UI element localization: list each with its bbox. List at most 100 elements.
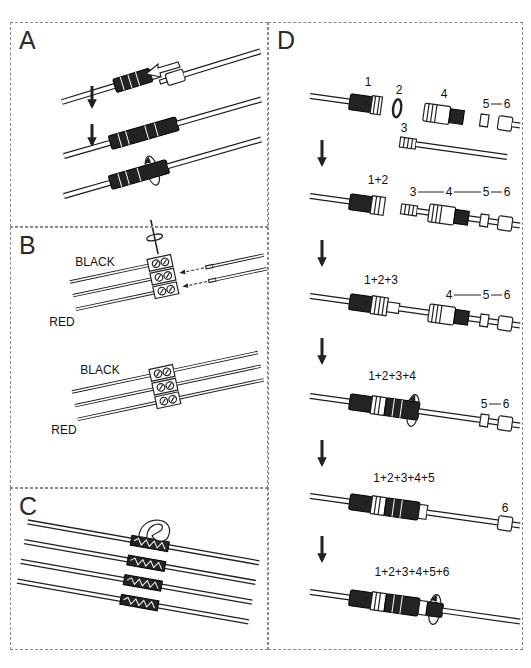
waterproof-connector-illustration bbox=[497, 316, 513, 332]
callout-number: 1+2+3+4 bbox=[368, 369, 416, 383]
step-arrow bbox=[321, 338, 324, 362]
waterproof-connector-illustration bbox=[497, 216, 513, 232]
wire-terminal-illustration bbox=[61, 198, 268, 315]
callout-number: 6 bbox=[504, 97, 511, 111]
waterproof-connector-illustration bbox=[512, 124, 520, 125]
callout-number: 6 bbox=[503, 397, 510, 411]
waterproof-connector-illustration bbox=[348, 494, 372, 513]
waterproof-connector-illustration bbox=[374, 296, 384, 315]
waterproof-connector-illustration bbox=[479, 314, 489, 327]
panel-frame: C bbox=[10, 488, 268, 650]
waterproof-connector-illustration bbox=[416, 144, 507, 157]
cable-connector-illustration bbox=[62, 93, 263, 163]
waterproof-connector-illustration bbox=[370, 96, 382, 115]
cable-connector-illustration bbox=[64, 183, 110, 196]
waterproof-connector-illustration bbox=[384, 498, 420, 521]
cable-connector-illustration bbox=[113, 68, 153, 92]
wire-terminal-illustration bbox=[206, 264, 213, 268]
cable-connector-illustration bbox=[165, 69, 186, 86]
waterproof-connector-illustration bbox=[348, 94, 372, 113]
cable-connector-illustration bbox=[62, 86, 115, 102]
waterproof-connector-illustration bbox=[387, 302, 400, 314]
cable-connector-illustration bbox=[108, 160, 170, 190]
waterproof-connector-illustration bbox=[370, 296, 388, 316]
step-arrow bbox=[321, 440, 324, 464]
step-arrow bbox=[91, 124, 94, 144]
cable-connector-illustration bbox=[177, 99, 261, 123]
callout-number: 4 bbox=[446, 288, 453, 302]
waterproof-connector-illustration bbox=[497, 116, 513, 132]
tape-wrap-illustration bbox=[139, 517, 172, 542]
wire-terminal-illustration bbox=[181, 268, 204, 273]
wire-terminal-illustration bbox=[146, 233, 163, 242]
step-arrow bbox=[321, 140, 324, 164]
wire-terminal-illustration bbox=[72, 375, 156, 419]
waterproof-connector-illustration bbox=[400, 204, 417, 216]
callout-number: 5 bbox=[481, 397, 488, 411]
cable-connector-illustration bbox=[60, 66, 160, 109]
waterproof-connector-illustration bbox=[348, 294, 372, 313]
wire-terminal-illustration bbox=[213, 255, 267, 280]
waterproof-connector-illustration bbox=[310, 496, 350, 502]
waterproof-connector-illustration bbox=[370, 196, 385, 216]
waterproof-connector-illustration bbox=[310, 396, 350, 402]
waterproof-connector-illustration bbox=[384, 594, 420, 617]
tape-wrap-illustration bbox=[123, 575, 162, 591]
tape-wrap-illustration bbox=[16, 498, 263, 627]
waterproof-connector-illustration bbox=[497, 516, 513, 532]
waterproof-connector-illustration bbox=[309, 287, 521, 334]
waterproof-connector-illustration bbox=[392, 399, 402, 418]
waterproof-connector-illustration bbox=[399, 137, 507, 162]
wire-terminal-illustration bbox=[72, 375, 156, 419]
waterproof-connector-illustration bbox=[310, 96, 350, 102]
waterproof-connector-illustration bbox=[348, 394, 372, 413]
tape-wrap-illustration bbox=[127, 555, 166, 571]
waterproof-connector-illustration bbox=[416, 144, 507, 157]
waterproof-connector-illustration bbox=[449, 109, 465, 125]
callout-number: 1 bbox=[365, 75, 372, 89]
callout-number: 6 bbox=[504, 185, 511, 199]
wire-color-label: BLACK bbox=[80, 363, 119, 377]
waterproof-connector-illustration bbox=[443, 611, 520, 622]
waterproof-connector-illustration bbox=[374, 496, 380, 514]
waterproof-connector-illustration bbox=[432, 304, 442, 323]
wire-terminal-illustration bbox=[174, 352, 264, 397]
wire-terminal-illustration bbox=[151, 220, 158, 254]
panel-letter: D bbox=[277, 26, 295, 54]
cable-connector-illustration bbox=[60, 46, 265, 211]
wire-terminal-illustration bbox=[213, 255, 267, 280]
callout-number: 4 bbox=[441, 87, 448, 101]
waterproof-connector-illustration bbox=[309, 487, 521, 534]
waterproof-connector-illustration bbox=[392, 595, 402, 614]
callout-number: 1+2 bbox=[368, 173, 388, 187]
callout-number: 6 bbox=[502, 501, 509, 515]
callout-dash bbox=[418, 104, 502, 404]
cable-connector-illustration bbox=[177, 99, 261, 123]
waterproof-connector-illustration bbox=[454, 209, 470, 225]
wire-terminal-illustration bbox=[70, 265, 154, 309]
push-arrow bbox=[146, 62, 180, 77]
waterproof-connector-illustration bbox=[428, 304, 456, 325]
callout-number: 1+2+3+4+5+6 bbox=[374, 565, 449, 579]
waterproof-connector-illustration bbox=[374, 592, 380, 610]
waterproof-connector-illustration bbox=[310, 296, 350, 302]
waterproof-connector-illustration bbox=[310, 496, 350, 502]
waterproof-connector-illustration bbox=[310, 196, 350, 202]
wire-color-label: BLACK bbox=[75, 255, 114, 269]
wire-terminal-illustration bbox=[71, 347, 265, 426]
waterproof-connector-illustration bbox=[348, 590, 372, 609]
waterproof-connector-illustration bbox=[374, 196, 380, 214]
panel-frame: A bbox=[10, 22, 268, 227]
callout-number: 1+2+3+4+5 bbox=[373, 471, 434, 485]
cable-connector-illustration bbox=[62, 86, 115, 102]
waterproof-connector-illustration bbox=[454, 309, 470, 325]
callout-number: 5 bbox=[483, 185, 490, 199]
waterproof-connector-illustration bbox=[427, 594, 443, 625]
callout-number: 2 bbox=[396, 83, 403, 97]
callout-number: 5 bbox=[483, 97, 490, 111]
waterproof-connector-illustration bbox=[374, 396, 380, 414]
waterproof-connector-illustration bbox=[373, 96, 379, 114]
callout-number: 4 bbox=[446, 185, 453, 199]
